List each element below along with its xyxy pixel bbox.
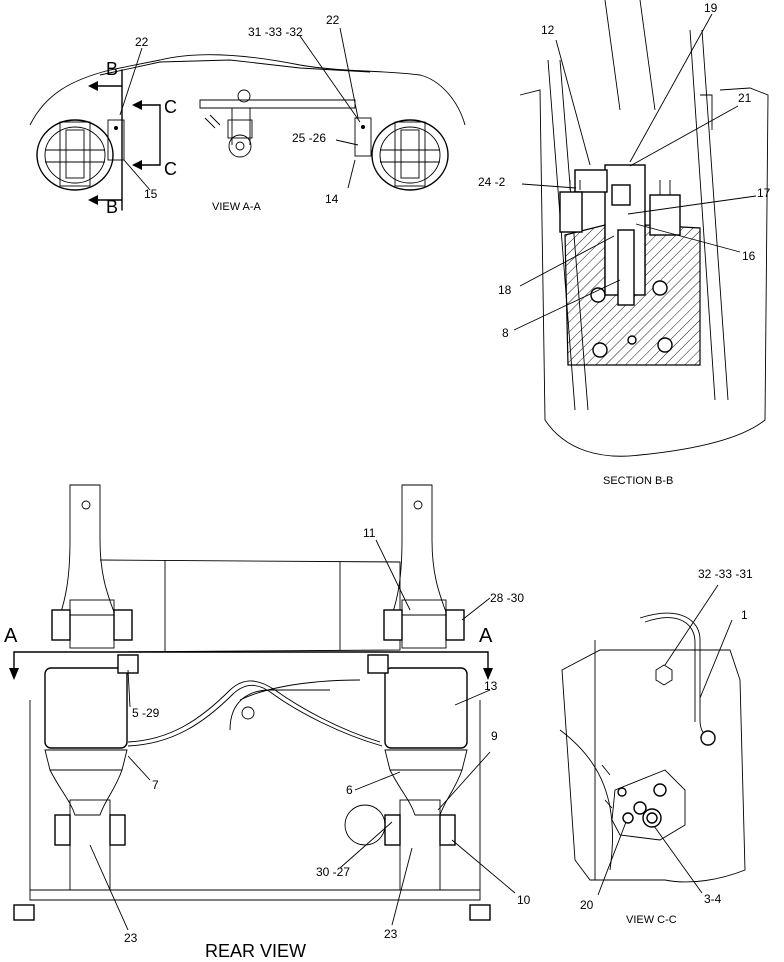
section-marker-b-top: B (106, 59, 119, 79)
callout-rear-30-27: 30 -27 (316, 865, 351, 879)
callout-rear-11: 11 (363, 526, 376, 540)
section-marker-c-top: C (164, 97, 177, 117)
caption-rear-view: REAR VIEW (205, 941, 307, 961)
rear-view-drawing (9, 484, 516, 931)
callout-bb-24-2: 24 -2 (478, 175, 506, 189)
callout-bb-19: 19 (704, 1, 718, 15)
callout-rear-7: 7 (152, 778, 159, 792)
callout-bb-12: 12 (541, 23, 555, 37)
view-cc-drawing (559, 584, 746, 896)
caption-view-cc: VIEW C-C (626, 914, 677, 926)
callout-aa-25-26: 25 -26 (292, 131, 327, 145)
section-marker-b-bottom: B (106, 197, 119, 217)
section-marker-a-right: A (479, 625, 493, 647)
callout-rear-28-30: 28 -30 (490, 591, 525, 605)
callout-bb-21: 21 (738, 91, 752, 105)
callout-aa-31-33-32: 31 -33 -32 (248, 25, 303, 39)
caption-section-bb: SECTION B-B (603, 475, 674, 487)
section-marker-c-bottom: C (164, 159, 177, 179)
callout-rear-10: 10 (517, 893, 531, 907)
callout-cc-1: 1 (741, 608, 748, 622)
caption-view-aa: VIEW A-A (212, 201, 261, 213)
callout-aa-22-right: 22 (326, 13, 340, 27)
callout-rear-5-29: 5 -29 (132, 706, 160, 720)
callout-aa-15: 15 (144, 187, 158, 201)
callout-cc-32-33-31: 32 -33 -31 (698, 567, 753, 581)
callout-rear-13: 13 (484, 679, 498, 693)
callout-bb-18: 18 (498, 283, 512, 297)
callout-rear-6: 6 (346, 783, 353, 797)
callout-aa-14: 14 (325, 192, 339, 206)
callout-bb-17: 17 (757, 186, 771, 200)
view-aa-drawing (29, 27, 466, 211)
section-marker-a-left: A (4, 625, 18, 647)
callout-rear-23-left: 23 (124, 931, 138, 945)
callout-cc-3-4: 3-4 (704, 892, 722, 906)
callout-rear-23-right: 23 (384, 927, 398, 941)
callout-aa-22-left: 22 (135, 35, 149, 49)
callout-rear-9: 9 (491, 729, 498, 743)
callout-cc-20: 20 (580, 898, 594, 912)
section-bb-drawing (513, 0, 769, 457)
callout-bb-8: 8 (502, 326, 509, 340)
callout-bb-16: 16 (742, 249, 756, 263)
